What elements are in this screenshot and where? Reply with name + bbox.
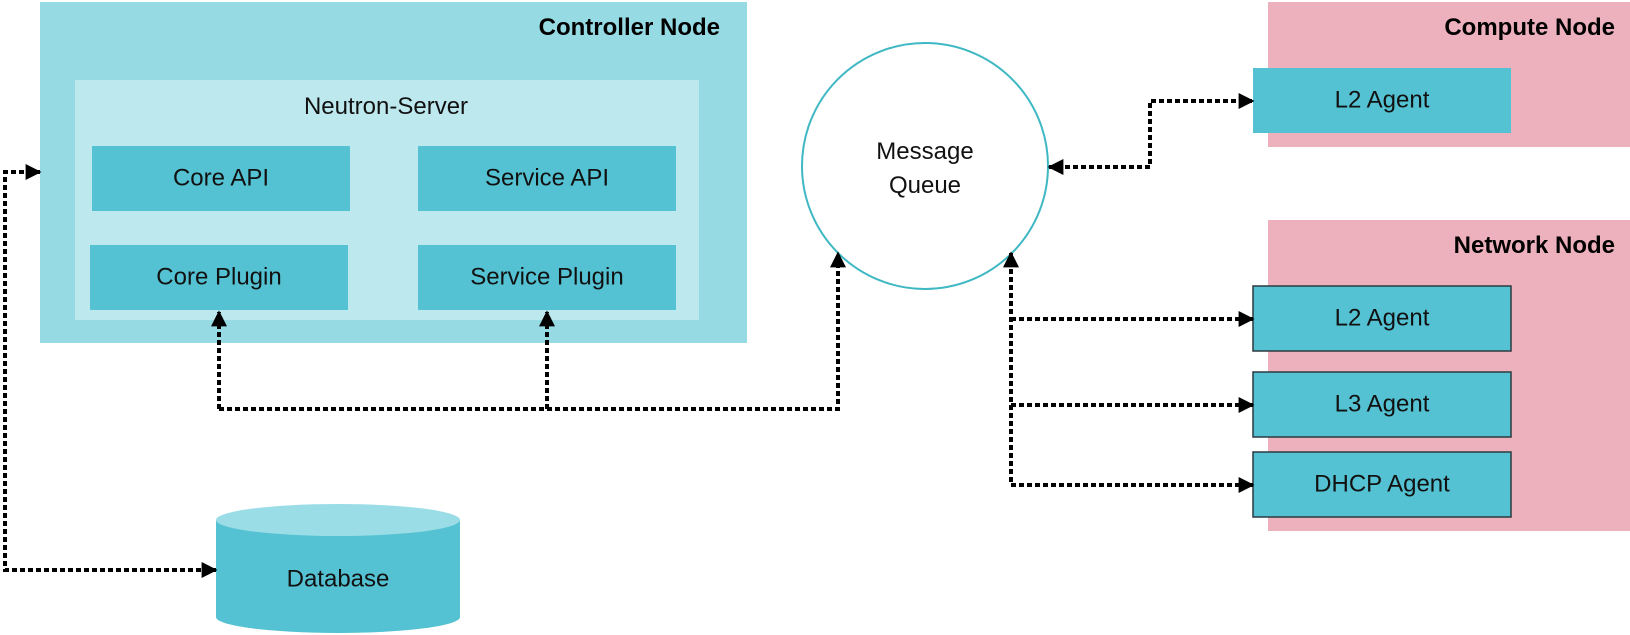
network-l3-agent-label: L3 Agent	[1335, 390, 1430, 417]
compute-l2-agent-label: L2 Agent	[1335, 86, 1430, 113]
message-queue-label-line1: Message	[876, 138, 973, 165]
compute-l2-agent-box[interactable]	[1253, 68, 1511, 133]
database-label: Database	[287, 565, 390, 592]
controller-node: Controller Node Neutron-Server Core API …	[40, 2, 747, 343]
compute-node-title: Compute Node	[1444, 14, 1615, 41]
plugins-queue-connector	[219, 251, 846, 411]
neutron-server-title: Neutron-Server	[304, 93, 468, 120]
database-top	[216, 504, 460, 536]
queue-compute-l2-connector	[1047, 93, 1255, 175]
compute-node: Compute Node L2 Agent	[1253, 2, 1630, 147]
database-body	[216, 520, 460, 633]
network-l2-agent-label: L2 Agent	[1335, 304, 1430, 331]
network-l2-agent-box[interactable]	[1252, 285, 1512, 352]
service-plugin-box[interactable]	[418, 245, 676, 310]
service-api-label: Service API	[485, 164, 609, 191]
controller-node-title: Controller Node	[539, 14, 720, 41]
message-queue: Message Queue	[801, 42, 1049, 290]
message-queue-label-line2: Queue	[889, 172, 961, 199]
service-api-box[interactable]	[418, 146, 676, 211]
service-plugin-label: Service Plugin	[470, 263, 623, 290]
connectors	[3, 93, 1255, 578]
controller-database-connector	[3, 164, 218, 578]
core-api-label: Core API	[173, 164, 269, 191]
network-node-title: Network Node	[1454, 232, 1615, 259]
message-queue-circle[interactable]	[801, 42, 1049, 290]
network-dhcp-agent-label: DHCP Agent	[1314, 470, 1450, 497]
core-plugin-label: Core Plugin	[156, 263, 281, 290]
network-l3-agent-box[interactable]	[1252, 371, 1512, 438]
database[interactable]: Database	[216, 504, 460, 633]
network-node: Network Node L2 Agent L3 Agent DHCP Agen…	[1252, 220, 1630, 531]
